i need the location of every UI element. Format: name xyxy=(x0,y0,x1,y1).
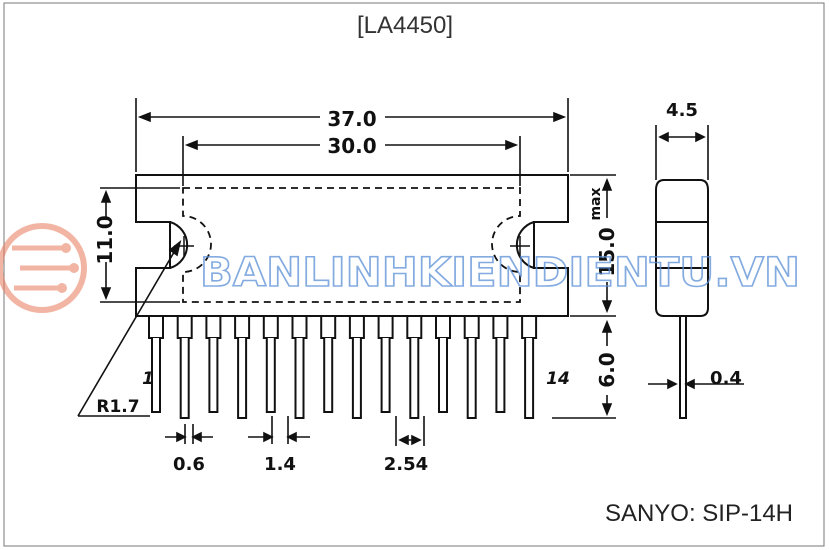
dim-height-total: 15.0 xyxy=(595,227,619,276)
dim-side-thickness: 4.5 xyxy=(666,100,698,121)
dim-height-left: 11.0 xyxy=(93,215,117,264)
lead-shoulder xyxy=(262,315,279,339)
lead xyxy=(524,338,535,419)
dim-overall-width: 37.0 xyxy=(327,107,376,131)
pin-first-label: 1 xyxy=(142,369,154,389)
lead-shoulder xyxy=(291,315,308,339)
diagram-title: [LA4450] xyxy=(356,12,454,39)
lead-shoulder xyxy=(521,315,538,339)
watermark-text: BANLINHKIENDIENTU.VN xyxy=(200,250,800,296)
lead xyxy=(380,338,391,413)
lead xyxy=(351,338,362,419)
dimension-lines xyxy=(77,98,744,446)
watermark-logo xyxy=(0,223,87,313)
lead xyxy=(294,338,305,419)
lead-shoulder xyxy=(377,315,394,339)
lead-shoulder xyxy=(320,315,337,339)
lead-shoulder xyxy=(435,315,451,339)
dim-height-max: max xyxy=(588,187,604,220)
lead-shoulder xyxy=(148,315,164,339)
dim-lead-thickness: 0.4 xyxy=(710,368,742,389)
dim-lead-width: 0.6 xyxy=(173,454,205,475)
lead-shoulder xyxy=(234,315,251,339)
lead xyxy=(438,338,448,413)
lead xyxy=(151,338,161,413)
lead xyxy=(495,338,506,413)
lead xyxy=(466,338,477,419)
side-view xyxy=(655,179,709,419)
lead xyxy=(409,338,420,419)
dim-radius: R1.7 xyxy=(96,397,139,417)
ic-body xyxy=(135,174,569,317)
lead-shoulder xyxy=(463,315,480,339)
lead xyxy=(179,338,190,419)
dim-inner-width: 30.0 xyxy=(327,134,376,158)
lead-shoulder xyxy=(348,315,365,339)
dim-lead-length: 6.0 xyxy=(595,352,619,387)
lead-shoulder xyxy=(176,315,193,339)
outer-border xyxy=(3,2,825,547)
lead xyxy=(323,338,334,413)
ic-leads xyxy=(148,315,538,419)
lead-shoulder xyxy=(406,315,423,339)
package-label: SANYO: SIP-14H xyxy=(604,500,793,527)
pin-last-label: 14 xyxy=(546,369,570,389)
dim-lead-pitch-a: 1.4 xyxy=(264,454,296,475)
lead xyxy=(265,338,276,413)
lead xyxy=(208,338,219,413)
lead xyxy=(237,338,248,419)
lead-shoulder xyxy=(492,315,509,339)
lead-shoulder xyxy=(205,315,222,339)
dim-lead-pitch-b: 2.54 xyxy=(384,454,428,475)
